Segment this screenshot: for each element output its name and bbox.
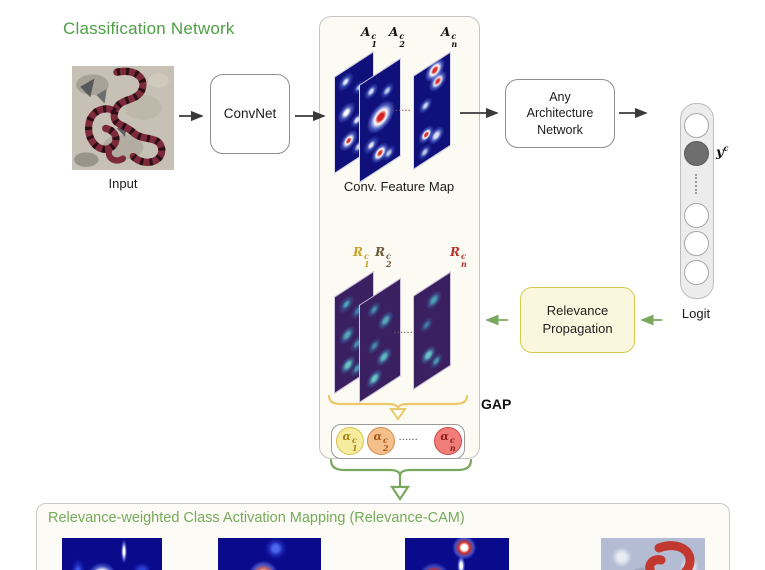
relevance-propagation-box: Relevance Propagation	[520, 287, 635, 353]
logit-ellipsis	[695, 174, 697, 194]
page-title: Classification Network	[63, 19, 235, 38]
logit-caption: Logit	[681, 306, 711, 321]
any-network-line3: Network	[537, 122, 583, 137]
output-arrow-down-icon	[389, 485, 411, 501]
any-architecture-network-box: Any Architecture Network	[505, 79, 615, 148]
relevance-cam-image-1	[62, 538, 162, 570]
gap-label: GAP	[481, 396, 512, 412]
alpha-ellipsis: ......	[399, 433, 419, 442]
output-brace	[329, 458, 473, 476]
input-caption: Input	[108, 176, 138, 191]
a-maps-ellipsis: ......	[392, 104, 412, 113]
red-snake-overlay	[633, 541, 695, 570]
logit-neuron-4	[684, 231, 709, 256]
input-image	[72, 66, 174, 170]
conv-feature-map-caption: Conv. Feature Map	[343, 179, 455, 194]
logit-neuron-active	[684, 141, 709, 166]
yc-label: yc	[716, 143, 729, 161]
relevance-cam-image-4	[601, 538, 705, 570]
relevance-cam-image-3	[405, 538, 509, 570]
r-maps-ellipsis: ......	[394, 326, 414, 335]
logit-neuron-5	[684, 260, 709, 285]
relevance-propagation-line2: Propagation	[542, 321, 613, 336]
logit-neuron-1	[684, 113, 709, 138]
relevance-propagation-line1: Relevance	[546, 303, 609, 319]
convnet-box: ConvNet	[210, 74, 290, 154]
any-network-line2: Architecture	[526, 106, 594, 121]
any-network-line1: Any	[549, 90, 571, 105]
convnet-label: ConvNet	[223, 106, 277, 122]
relevance-cam-image-2	[218, 538, 321, 570]
relevance-cam-title: Relevance-weighted Class Activation Mapp…	[48, 510, 465, 526]
logit-neuron-3	[684, 203, 709, 228]
